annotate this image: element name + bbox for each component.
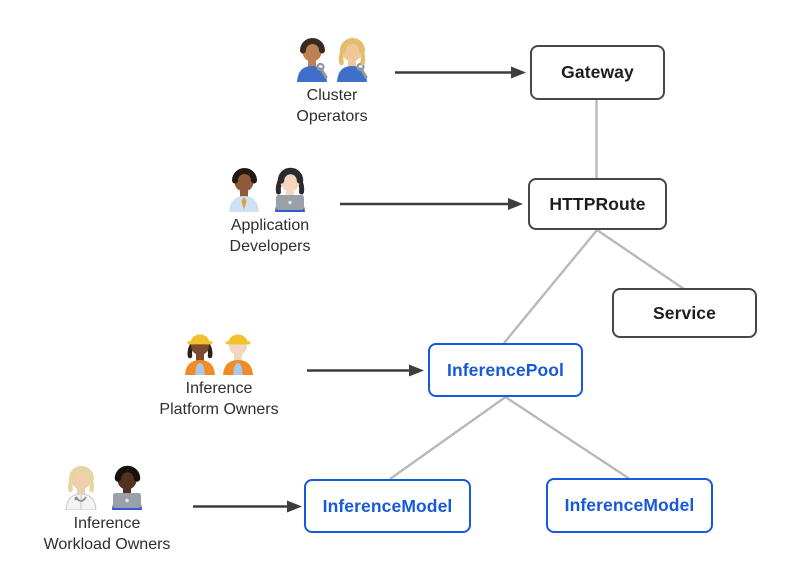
node-inferencemodel-left: InferenceModel bbox=[304, 479, 471, 533]
edge-httproute-service bbox=[596, 229, 685, 290]
node-gateway-label: Gateway bbox=[561, 62, 634, 82]
persona-label-line: Workload Owners bbox=[43, 536, 171, 553]
node-inferencepool-label: InferencePool bbox=[446, 359, 565, 380]
persona-inference-workload-owners: Inference Workload Owners bbox=[17, 464, 197, 555]
node-gateway: Gateway bbox=[530, 45, 665, 100]
persona-label-line: Inference bbox=[73, 515, 141, 532]
persona-label-line: Developers bbox=[229, 238, 311, 255]
persona-inference-workload-owners-label: Inference Workload Owners bbox=[44, 513, 171, 555]
node-service: Service bbox=[612, 288, 757, 338]
persona-label-line: Inference bbox=[185, 380, 253, 397]
arrow-workload-owners-to-inferencemodel bbox=[193, 500, 302, 513]
arrow-application-developers-to-httproute bbox=[340, 198, 523, 210]
persona-inference-platform-owners: Inference Platform Owners bbox=[139, 329, 299, 420]
persona-label-line: Cluster bbox=[306, 87, 358, 104]
node-inferencemodel-right-label: InferenceModel bbox=[564, 495, 695, 515]
persona-application-developers: Application Developers bbox=[190, 166, 350, 257]
node-service-label: Service bbox=[653, 302, 716, 323]
persona-cluster-operators: Cluster Operators bbox=[252, 36, 412, 127]
persona-label-line: Operators bbox=[296, 108, 368, 125]
node-inferencemodel-left-label: InferenceModel bbox=[322, 495, 453, 516]
persona-label-line: Application bbox=[230, 217, 310, 234]
developers-emoji-icon bbox=[229, 167, 305, 212]
edge-httproute-inferencepool bbox=[503, 229, 598, 344]
persona-cluster-operators-label: Cluster Operators bbox=[296, 85, 367, 127]
node-httproute: HTTPRoute bbox=[528, 178, 667, 230]
edge-inferencepool-inferencemodel-left bbox=[389, 396, 507, 480]
persona-inference-platform-owners-label: Inference Platform Owners bbox=[159, 378, 278, 420]
node-inferencepool: InferencePool bbox=[428, 343, 583, 397]
persona-application-developers-label: Application Developers bbox=[230, 215, 311, 257]
arrow-platform-owners-to-inferencepool bbox=[307, 364, 424, 377]
construction-workers-emoji-icon bbox=[185, 334, 253, 375]
mechanics-emoji-icon bbox=[297, 38, 368, 82]
persona-label-line: Platform Owners bbox=[159, 401, 279, 418]
edge-inferencepool-inferencemodel-right bbox=[504, 395, 630, 480]
workload-owners-emoji-icon bbox=[65, 465, 142, 510]
node-httproute-label: HTTPRoute bbox=[549, 193, 646, 214]
node-inferencemodel-right: InferenceModel bbox=[546, 478, 713, 533]
arrow-cluster-operators-to-gateway bbox=[395, 66, 526, 79]
